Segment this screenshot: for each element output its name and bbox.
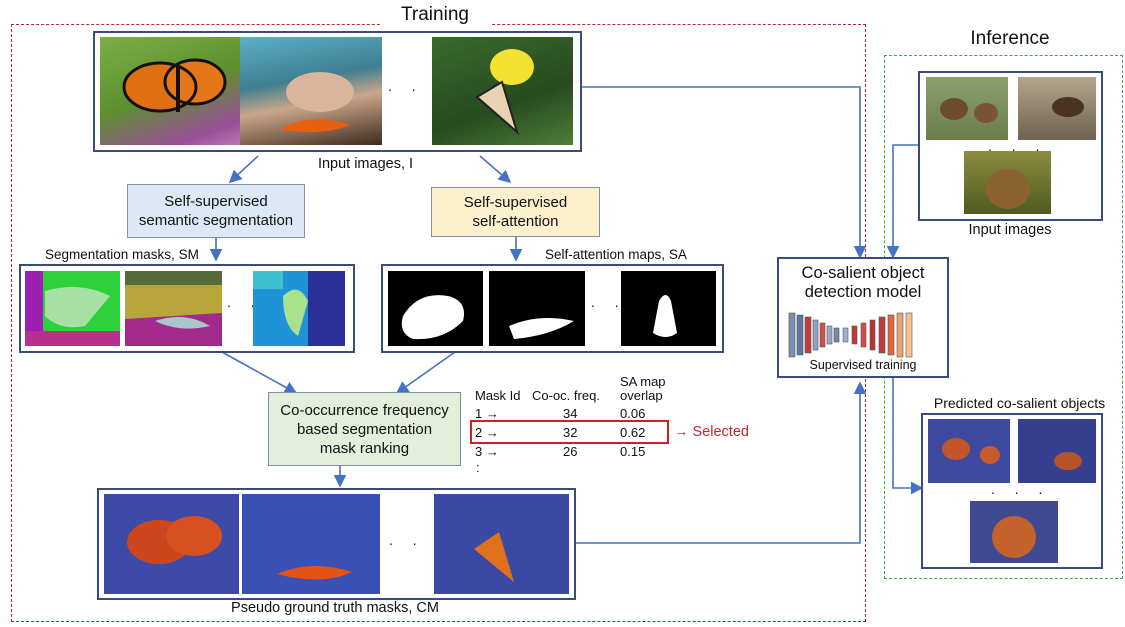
table-header-overlap: overlap xyxy=(620,388,663,403)
inference-input-panel: . . . xyxy=(918,71,1103,221)
bear-image-3 xyxy=(964,151,1051,214)
woman-butterfly-image xyxy=(240,37,382,145)
pseudo-gt-masks-panel: . . . xyxy=(97,488,576,600)
attention-map-2 xyxy=(489,271,585,346)
pseudo-gt-caption: Pseudo ground truth masks, CM xyxy=(231,600,439,616)
segmentation-masks-panel: . . . xyxy=(19,264,355,353)
predicted-bear-1 xyxy=(928,419,1010,483)
ranking-table: Mask Id Co-oc. freq. SA map overlap 1 → … xyxy=(470,372,770,487)
self-attention-maps-label: Self-attention maps, SA xyxy=(545,247,687,262)
semantic-segmentation-box: Self-supervised semantic segmentation xyxy=(127,184,305,238)
pseudo-mask-3 xyxy=(434,494,569,594)
predicted-ellipsis: . . . xyxy=(991,481,1051,497)
pseudo-mask-1 xyxy=(104,494,239,594)
table-more-rows: : xyxy=(476,460,480,475)
self-attention-maps-panel: . . . xyxy=(381,264,724,353)
bear-image-1 xyxy=(926,77,1008,140)
table-row-2-freq: 32 xyxy=(563,425,578,440)
self-attention-box: Self-supervised self-attention xyxy=(431,187,600,237)
table-row-2-id: 2 → xyxy=(475,425,499,440)
model-title-line2: detection model xyxy=(804,283,922,301)
mask-ranking-box: Co-occurrence frequency based segmentati… xyxy=(268,392,461,466)
rank-box-line2: based segmentation xyxy=(296,420,433,438)
predicted-bear-2 xyxy=(1018,419,1096,483)
arrow-model-to-predicted xyxy=(885,374,924,495)
ellipsis-dots: . . . xyxy=(388,78,448,94)
predicted-bear-3 xyxy=(970,501,1058,563)
attention-map-1 xyxy=(388,271,483,346)
network-architecture-icon xyxy=(788,312,913,358)
training-title: Training xyxy=(380,4,490,26)
model-subtitle: Supervised training xyxy=(809,358,917,372)
butterfly-image-1 xyxy=(100,37,240,145)
arrow-maps-to-rank xyxy=(395,351,456,394)
seg-mask-1 xyxy=(25,271,120,346)
arrow-input-to-att xyxy=(479,155,512,184)
attention-map-3 xyxy=(621,271,716,346)
selected-label: → Selected xyxy=(674,424,749,440)
att-box-line2: self-attention xyxy=(472,213,559,230)
inference-title: Inference xyxy=(970,28,1050,49)
detection-model-box: Co-salient object detection model Superv… xyxy=(777,257,949,378)
seg-box-line1: Self-supervised xyxy=(164,193,268,210)
table-header-cooc: Co-oc. freq. xyxy=(532,388,600,403)
predicted-caption: Predicted co-salient objects xyxy=(933,395,1106,411)
table-row-1-freq: 34 xyxy=(563,406,578,421)
rank-box-line1: Co-occurrence frequency xyxy=(280,401,449,419)
table-row-3-freq: 26 xyxy=(563,444,578,459)
table-row-2-overlap: 0.62 xyxy=(620,425,646,440)
arrow-masks-to-rank xyxy=(221,351,298,394)
arrow-input-to-seg xyxy=(228,155,259,184)
input-images-caption: Input images, I xyxy=(317,156,414,172)
arrow-input-to-model xyxy=(580,86,867,259)
selected-row-highlight xyxy=(470,420,669,444)
table-row-1-id: 1 → xyxy=(475,406,499,421)
table-row-1-overlap: 0.06 xyxy=(620,406,646,421)
table-row-3-id: 3 → xyxy=(475,444,499,459)
seg-mask-2 xyxy=(125,271,222,346)
predicted-objects-panel: . . . xyxy=(921,413,1103,569)
rank-box-line3: mask ranking xyxy=(319,439,410,457)
bear-image-2 xyxy=(1018,77,1096,140)
inference-input-caption: Input images xyxy=(968,222,1052,238)
pseudo-ellipsis: . . . xyxy=(389,532,449,548)
arrow-infer-input-to-model xyxy=(886,144,918,259)
inference-input-ellipsis: . . . xyxy=(988,138,1048,154)
model-title-line1: Co-salient object xyxy=(801,264,925,282)
seg-box-line2: semantic segmentation xyxy=(138,212,294,229)
flower-butterfly-image xyxy=(432,37,573,145)
table-header-mask-id: Mask Id xyxy=(475,388,521,403)
table-row-3-overlap: 0.15 xyxy=(620,444,646,459)
pseudo-mask-2 xyxy=(242,494,380,594)
arrow-pseudo-to-model xyxy=(574,381,867,544)
input-images-panel: . . . xyxy=(93,31,582,152)
segmentation-masks-label: Segmentation masks, SM xyxy=(45,247,199,262)
att-box-line1: Self-supervised xyxy=(463,194,568,211)
seg-mask-3 xyxy=(253,271,345,346)
table-header-sa-map: SA map xyxy=(620,374,666,389)
